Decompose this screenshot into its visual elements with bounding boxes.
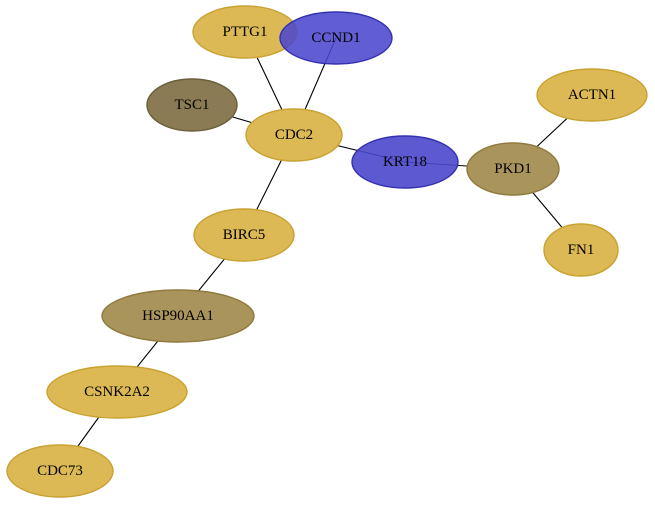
node-birc5[interactable]: BIRC5 bbox=[193, 208, 295, 262]
node-pkd1[interactable]: PKD1 bbox=[466, 142, 560, 196]
node-pttg1[interactable]: PTTG1 bbox=[192, 5, 298, 59]
node-label-hsp90aa1: HSP90AA1 bbox=[142, 308, 214, 324]
node-cdc2[interactable]: CDC2 bbox=[245, 108, 343, 162]
node-shape-csnk2a2 bbox=[46, 365, 188, 419]
node-tsc1[interactable]: TSC1 bbox=[146, 78, 238, 132]
node-label-actn1: ACTN1 bbox=[568, 87, 616, 103]
node-label-krt18: KRT18 bbox=[383, 154, 427, 170]
node-actn1[interactable]: ACTN1 bbox=[536, 68, 648, 122]
node-label-cdc73: CDC73 bbox=[37, 463, 83, 479]
node-label-tsc1: TSC1 bbox=[174, 97, 209, 113]
node-fn1[interactable]: FN1 bbox=[543, 223, 619, 277]
node-label-pttg1: PTTG1 bbox=[223, 24, 268, 40]
node-shape-tsc1 bbox=[146, 78, 238, 132]
node-ccnd1[interactable]: CCND1 bbox=[279, 11, 393, 65]
node-shape-krt18 bbox=[351, 135, 459, 189]
node-label-cdc2: CDC2 bbox=[275, 127, 313, 143]
node-shape-cdc73 bbox=[6, 444, 114, 498]
node-krt18[interactable]: KRT18 bbox=[351, 135, 459, 189]
node-shape-actn1 bbox=[536, 68, 648, 122]
node-label-ccnd1: CCND1 bbox=[311, 30, 360, 46]
node-shape-hsp90aa1 bbox=[101, 289, 255, 343]
node-shape-fn1 bbox=[543, 223, 619, 277]
node-cdc73[interactable]: CDC73 bbox=[6, 444, 114, 498]
node-label-fn1: FN1 bbox=[568, 242, 595, 258]
node-shape-cdc2 bbox=[245, 108, 343, 162]
node-shape-pkd1 bbox=[466, 142, 560, 196]
node-hsp90aa1[interactable]: HSP90AA1 bbox=[101, 289, 255, 343]
node-shape-ccnd1 bbox=[279, 11, 393, 65]
node-label-pkd1: PKD1 bbox=[494, 161, 532, 177]
node-label-csnk2a2: CSNK2A2 bbox=[84, 384, 150, 400]
node-csnk2a2[interactable]: CSNK2A2 bbox=[46, 365, 188, 419]
node-label-birc5: BIRC5 bbox=[223, 227, 266, 243]
node-shape-birc5 bbox=[193, 208, 295, 262]
